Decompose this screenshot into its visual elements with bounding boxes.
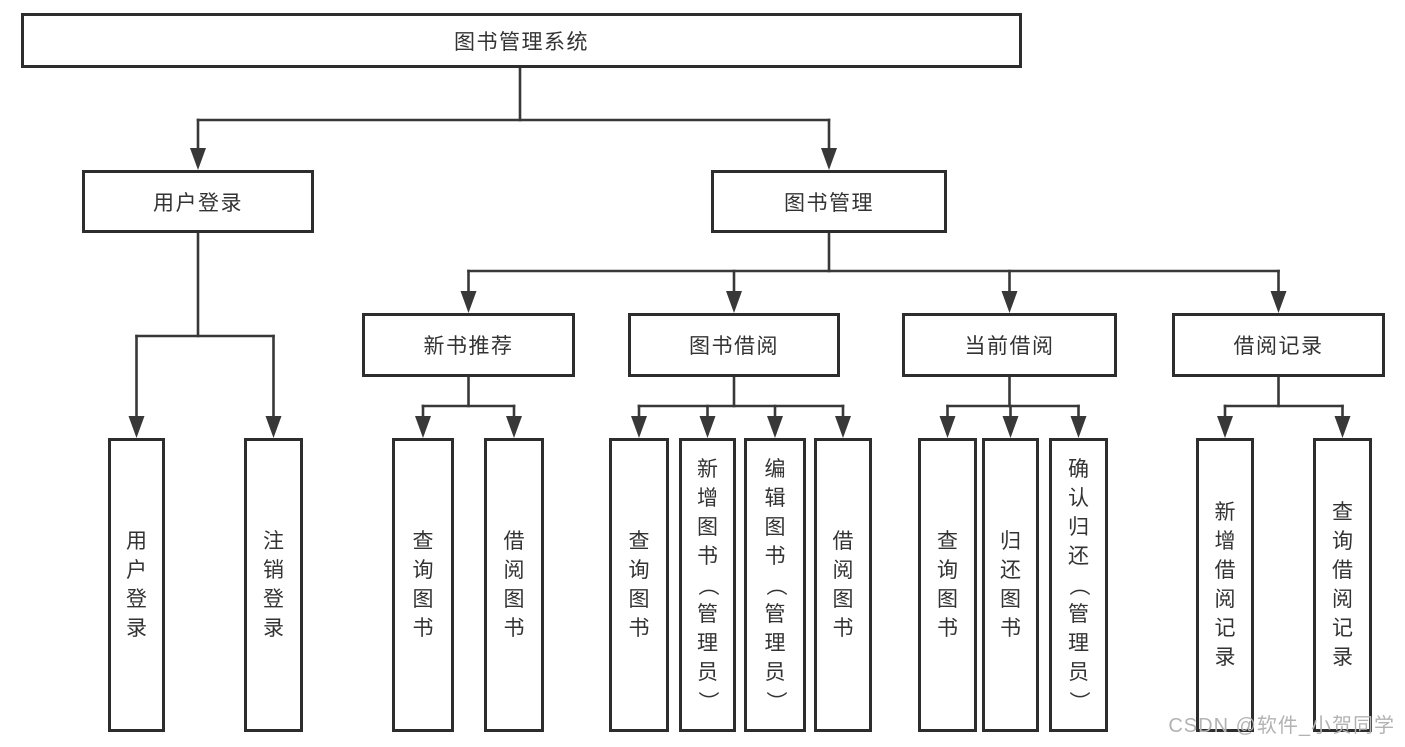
node-book-mgmt: 图书管理 — [711, 170, 947, 233]
arrowhead-icon — [1002, 416, 1019, 438]
node-label: 当前借阅 — [964, 335, 1055, 358]
node-label: 新增图书（管理员） — [696, 457, 719, 712]
arrowhead-icon — [460, 291, 477, 313]
node-label: 图书借阅 — [689, 335, 779, 358]
arrowhead-icon — [699, 416, 716, 438]
arrowhead-icon — [631, 416, 647, 438]
node-br-add: 新增借阅记录 — [1196, 438, 1254, 732]
arrowhead-icon — [835, 416, 851, 438]
arrowhead-icon — [1270, 291, 1287, 313]
node-cb-query: 查询图书 — [918, 438, 977, 732]
watermark: CSDN @软件_小贺同学 — [1168, 715, 1395, 737]
node-borrow-records: 借阅记录 — [1172, 313, 1385, 377]
node-label: 借阅记录 — [1233, 335, 1324, 358]
node-label: 查询图书 — [937, 530, 958, 640]
arrowhead-icon — [726, 291, 742, 313]
node-label: 查询图书 — [412, 530, 434, 640]
arrowhead-icon — [190, 148, 206, 170]
arrowhead-icon — [821, 148, 837, 170]
arrowhead-icon — [128, 416, 145, 438]
node-label: 新书推荐 — [423, 335, 514, 358]
node-cb-confirm: 确认归还（管理员） — [1049, 438, 1108, 732]
node-label: 查询图书 — [628, 530, 650, 640]
arrowhead-icon — [767, 416, 783, 438]
node-nbr-query: 查询图书 — [392, 438, 454, 732]
node-current-borrow: 当前借阅 — [902, 313, 1117, 377]
node-label: 图书管理 — [784, 191, 874, 215]
node-bb-add: 新增图书（管理员） — [679, 438, 736, 732]
arrowhead-icon — [415, 416, 431, 438]
node-bb-query: 查询图书 — [609, 438, 669, 732]
node-br-query: 查询借阅记录 — [1313, 438, 1372, 732]
arrowhead-icon — [506, 416, 522, 438]
node-bb-edit: 编辑图书（管理员） — [744, 438, 806, 732]
node-login: 用户登录 — [108, 438, 165, 732]
node-label: 借阅图书 — [832, 530, 854, 640]
node-label: 用户登录 — [153, 191, 243, 215]
arrowhead-icon — [1217, 416, 1233, 438]
arrowhead-icon — [1334, 416, 1351, 438]
node-label: 图书管理系统 — [454, 30, 589, 54]
node-label: 确认归还（管理员） — [1067, 457, 1090, 712]
node-logout: 注销登录 — [244, 438, 303, 732]
arrowhead-icon — [1001, 291, 1018, 313]
node-cb-return: 归还图书 — [982, 438, 1039, 732]
node-label: 借阅图书 — [503, 530, 525, 640]
arrowhead-icon — [1070, 416, 1087, 438]
node-label: 用户登录 — [126, 530, 147, 640]
node-book-borrow: 图书借阅 — [628, 313, 840, 377]
node-label: 归还图书 — [1000, 530, 1021, 640]
arrowhead-icon — [265, 416, 282, 438]
node-new-book-rec: 新书推荐 — [362, 313, 575, 377]
node-label: 查询借阅记录 — [1332, 501, 1353, 669]
node-label: 注销登录 — [263, 530, 284, 640]
node-nbr-borrow: 借阅图书 — [484, 438, 544, 732]
node-user-login: 用户登录 — [82, 170, 314, 233]
node-label: 新增借阅记录 — [1214, 501, 1236, 669]
node-root: 图书管理系统 — [21, 13, 1022, 68]
node-bb-borrow: 借阅图书 — [814, 438, 872, 732]
node-label: 编辑图书（管理员） — [763, 457, 787, 712]
arrowhead-icon — [939, 416, 956, 438]
